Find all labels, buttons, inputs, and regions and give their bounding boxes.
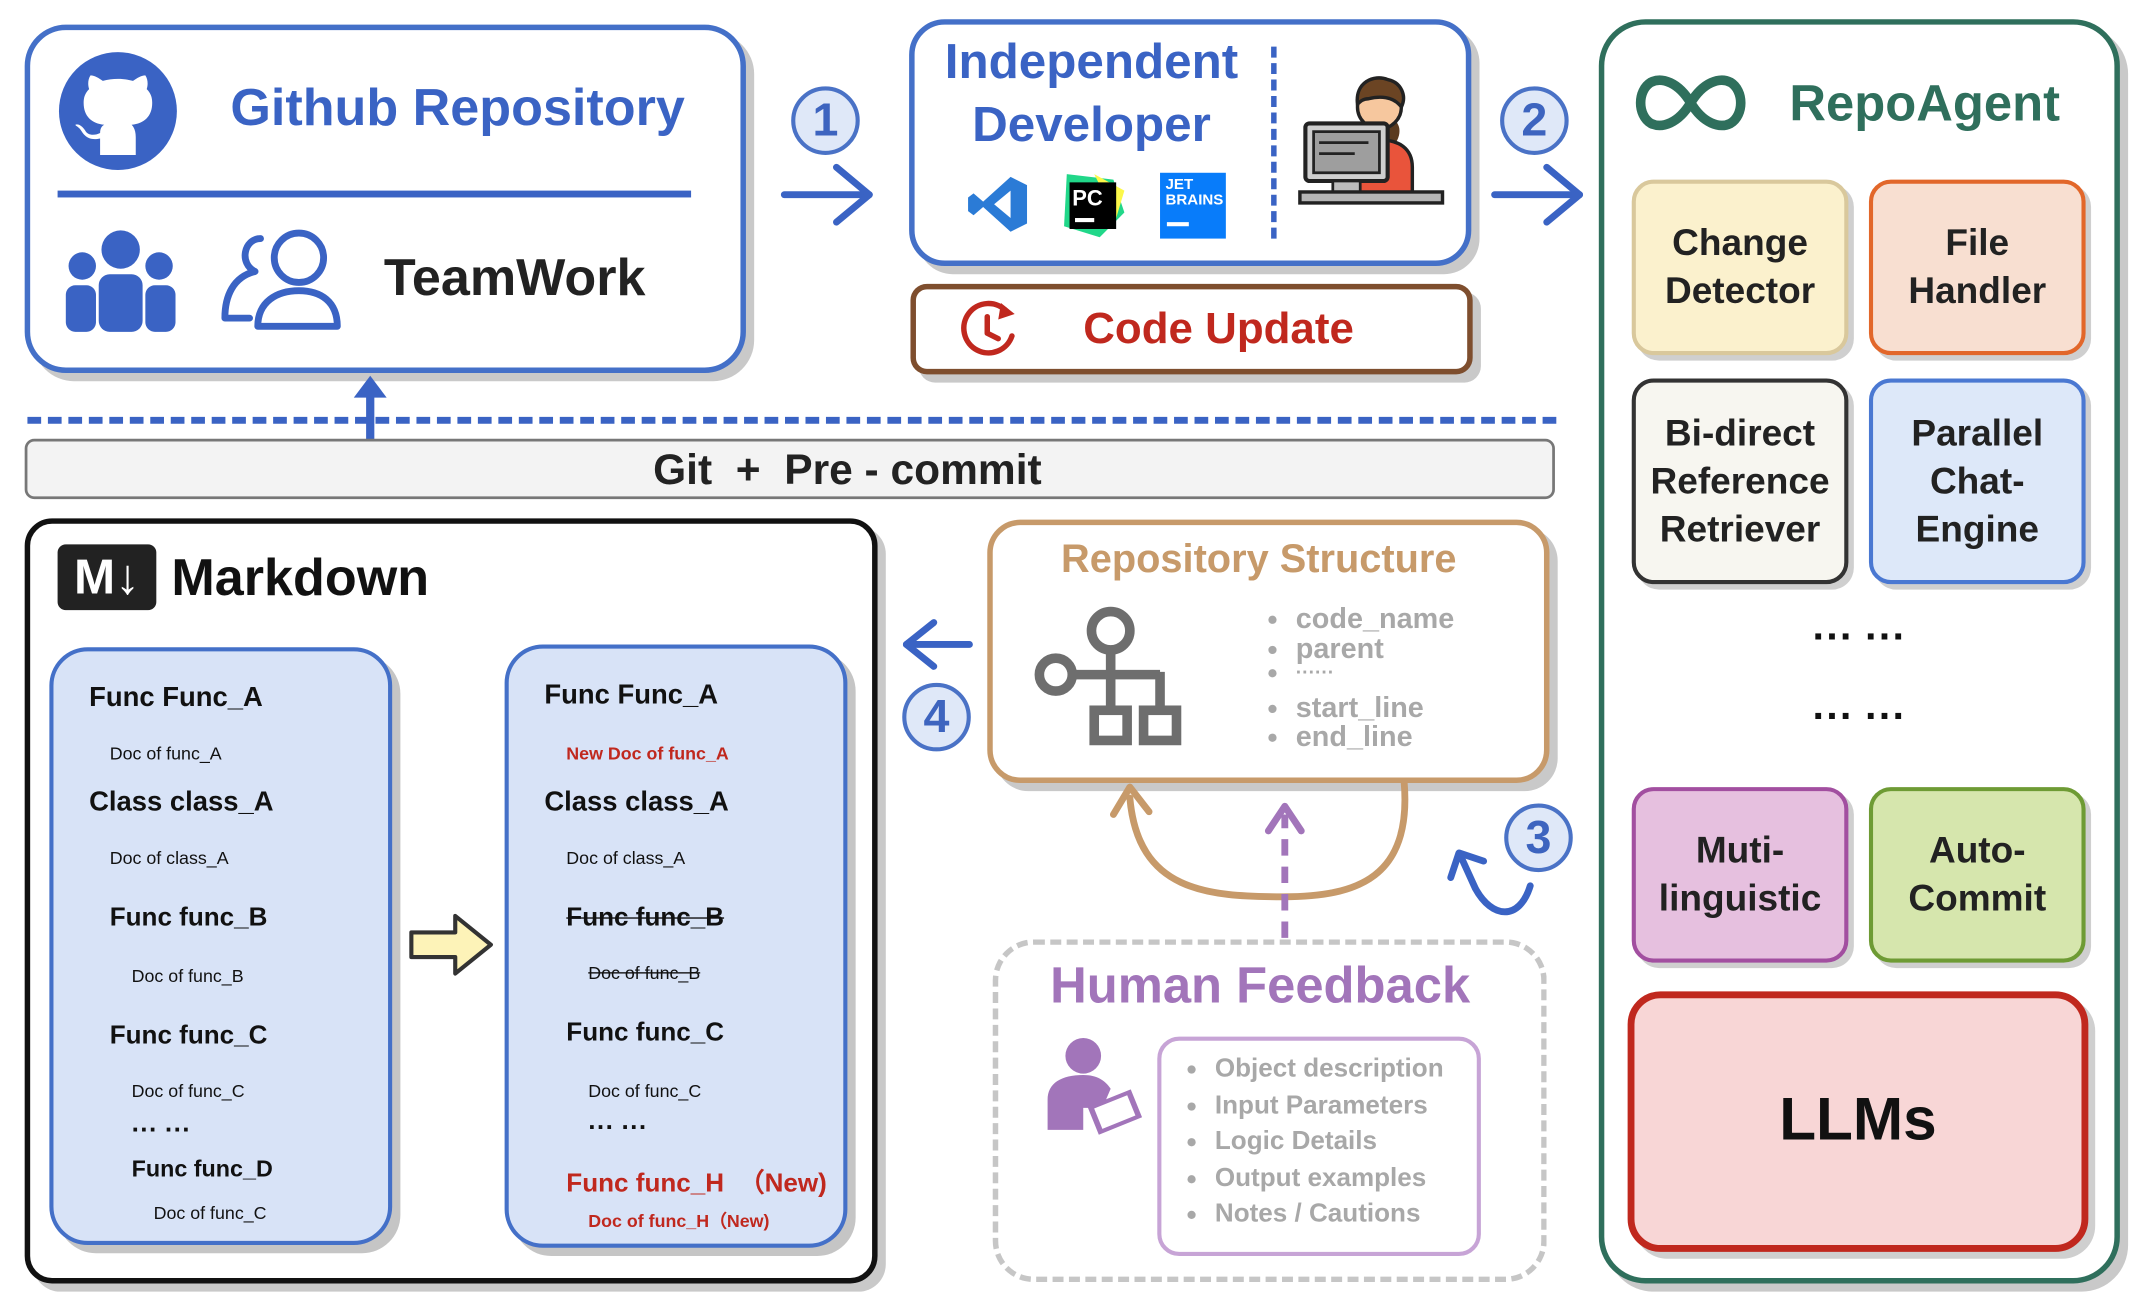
- old-func-d: Func func_D: [131, 1155, 273, 1182]
- old-ellipsis: ··· ···: [131, 1116, 191, 1145]
- vscode-icon: [968, 176, 1028, 232]
- jetbrains-icon: [1160, 172, 1226, 239]
- step-1-badge: 1: [791, 86, 860, 155]
- clock-refresh-icon: [961, 300, 1015, 356]
- markdown-old-doc-card: [49, 647, 393, 1246]
- jetbrains-underline: [1166, 222, 1189, 227]
- old-class-a: Class class_A: [89, 787, 274, 818]
- repo-item-end-line: end_line: [1268, 721, 1413, 754]
- old-func-c: Func func_C: [109, 1021, 268, 1051]
- old-doc-func-a: Doc of func_A: [109, 743, 222, 764]
- module-multilinguistic: Muti-linguistic: [1631, 787, 1849, 963]
- module-multilinguistic-label: Muti-linguistic: [1658, 829, 1822, 919]
- markdown-title: Markdown: [171, 549, 430, 608]
- new-class-a: Class class_A: [544, 787, 729, 818]
- markdown-logo-icon: [57, 544, 157, 611]
- repo-item-ellipsis: ······: [1268, 661, 1334, 683]
- markdown-new-doc-card: [504, 644, 848, 1248]
- teamwork-label: TeamWork: [383, 249, 646, 308]
- old-func-a: Func Func_A: [89, 682, 263, 714]
- developer-title-line1: Independent: [944, 32, 1239, 90]
- new-doc-func-b-removed: Doc of func_B: [588, 962, 701, 984]
- github-divider: [57, 190, 692, 198]
- new-func-a: Func Func_A: [544, 680, 719, 711]
- arrow-github-to-developer: [780, 163, 873, 226]
- new-func-h: Func func_H （New): [566, 1169, 827, 1199]
- feedback-item-input-parameters: Input Parameters: [1187, 1091, 1428, 1121]
- jetbrains-label-2: BRAINS: [1165, 191, 1224, 209]
- repoagent-ellipsis-1: ··· ···: [1812, 614, 1907, 660]
- new-ellipsis: ··· ···: [588, 1113, 648, 1143]
- old-doc-class-a: Doc of class_A: [109, 847, 229, 868]
- repo-item-parent: parent: [1268, 633, 1384, 666]
- new-doc-func-c: Doc of func_C: [588, 1080, 702, 1102]
- git-precommit-bar: [24, 438, 1555, 500]
- pycharm-icon: [1064, 174, 1125, 238]
- repository-structure-title: Repository Structure: [1060, 537, 1457, 582]
- jetbrains-label-1: JET: [1165, 176, 1194, 194]
- arrow-feedback-to-structure: [1264, 802, 1305, 938]
- feedback-item-logic-details: Logic Details: [1187, 1127, 1377, 1157]
- users-outline-icon: [221, 229, 341, 330]
- person-writing-icon: [1047, 1037, 1143, 1135]
- arrow-step3-curve: [1447, 849, 1534, 916]
- module-auto-commit-label: Auto-Commit: [1908, 829, 2047, 919]
- old-func-b: Func func_B: [109, 903, 268, 933]
- repoagent-title: RepoAgent: [1789, 75, 2060, 132]
- module-auto-commit: Auto-Commit: [1868, 787, 2086, 963]
- step-3-badge: 3: [1504, 803, 1573, 873]
- git-precommit-label: Git + Pre - commit: [653, 445, 1042, 494]
- code-update-box: [910, 283, 1473, 375]
- llms-box: [1627, 991, 2089, 1252]
- feedback-item-object-description: Object description: [1187, 1054, 1444, 1084]
- feedback-item-notes-cautions: Notes / Cautions: [1187, 1200, 1420, 1230]
- new-doc-func-a: New Doc of func_A: [566, 743, 729, 764]
- new-doc-func-h: Doc of func_H（New): [588, 1210, 770, 1232]
- new-func-b-removed: Func func_B: [566, 903, 725, 933]
- human-feedback-title: Human Feedback: [1050, 957, 1471, 1014]
- github-icon: [58, 52, 177, 171]
- llms-label: LLMs: [1779, 1085, 1937, 1154]
- developer-title-line2: Developer: [972, 95, 1211, 153]
- repo-item-code-name: code_name: [1268, 603, 1454, 636]
- old-doc-func-c: Doc of func_C: [131, 1080, 245, 1102]
- feedback-items-box: [1157, 1036, 1481, 1257]
- update-arrow: [409, 913, 493, 976]
- new-doc-class-a: Doc of class_A: [566, 847, 686, 868]
- old-doc-func-b: Doc of func_B: [131, 965, 244, 986]
- infinity-icon: [1635, 75, 1746, 131]
- developer-dashed-divider: [1271, 46, 1277, 239]
- pycharm-label: PC: [1072, 187, 1103, 212]
- arrow-developer-to-repoagent: [1491, 163, 1584, 226]
- github-title: Github Repository: [230, 79, 685, 138]
- developer-person-icon: [1298, 76, 1445, 205]
- code-update-label: Code Update: [1083, 303, 1354, 353]
- dashed-separator: [27, 416, 1557, 424]
- step-4-badge: 4: [902, 682, 971, 752]
- tree-structure-icon: [1034, 606, 1182, 746]
- repository-structure-box: [987, 519, 1550, 783]
- feedback-item-output-examples: Output examples: [1187, 1164, 1426, 1194]
- repo-item-start-line: start_line: [1268, 692, 1424, 725]
- team-icon: [65, 230, 176, 332]
- arrow-structure-to-markdown: [902, 619, 973, 670]
- old-doc-func-d: Doc of func_C: [153, 1202, 267, 1224]
- new-func-c: Func func_C: [566, 1018, 725, 1048]
- step-2-badge: 2: [1500, 86, 1569, 155]
- markdown-logo-text: M↓: [74, 548, 140, 605]
- arrow-git-to-github: [353, 375, 387, 442]
- repoagent-ellipsis-2: ··· ···: [1812, 693, 1907, 740]
